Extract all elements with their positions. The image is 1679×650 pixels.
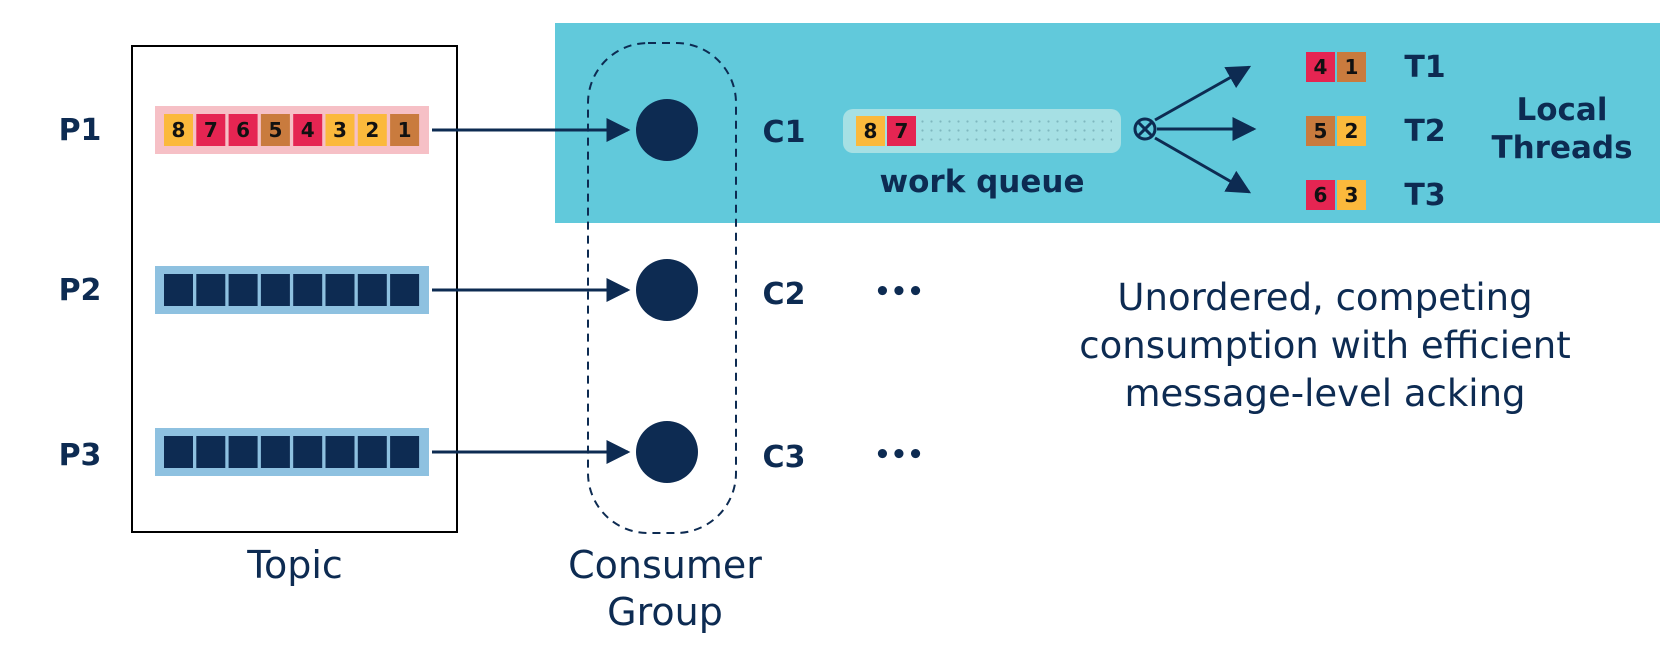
- consumer-label-c2: C2: [763, 277, 806, 312]
- message-slot: [325, 436, 355, 468]
- message-slot: [228, 436, 258, 468]
- message-cell-4: 4: [293, 114, 323, 146]
- caption-line3: message-level acking: [1124, 372, 1525, 415]
- message-cell-1-label: 1: [398, 118, 412, 142]
- consumer-c2-ellipsis: •••: [874, 277, 924, 307]
- topic-label: Topic: [246, 543, 343, 587]
- thread-message-2: 2: [1337, 116, 1366, 146]
- consumer-c3-node: [636, 421, 698, 483]
- consumer-label-c3: C3: [763, 440, 806, 475]
- thread-label-t2: T2: [1404, 114, 1445, 149]
- message-cell-6: 6: [228, 114, 258, 146]
- message-slot: [357, 274, 387, 306]
- message-cell-5-label: 5: [268, 118, 282, 142]
- consumer-group-label-line1: Consumer: [568, 543, 762, 587]
- partition-label-p3: P3: [59, 438, 102, 473]
- thread-message-3: 3: [1337, 180, 1366, 210]
- caption-line2: consumption with efficient: [1079, 324, 1570, 367]
- partition-p2-bar: [155, 266, 429, 314]
- message-cell-8-label: 8: [172, 118, 186, 142]
- arrow-to-t3: [1154, 136, 1252, 194]
- message-cell-2: 2: [357, 114, 387, 146]
- message-slot: [390, 274, 420, 306]
- dispatcher-icon: [1133, 117, 1157, 141]
- message-slot: [260, 436, 290, 468]
- arrow-to-t1: [1154, 65, 1252, 122]
- message-cell-7-label: 7: [204, 118, 218, 142]
- local-threads-label-line1: Local: [1517, 92, 1608, 128]
- message-slot: [260, 274, 290, 306]
- thread-message-2-label: 2: [1345, 119, 1359, 143]
- message-cell-3: 3: [325, 114, 355, 146]
- message-slot: [228, 274, 258, 306]
- message-slot: [164, 436, 193, 468]
- message-cell-4-label: 4: [301, 118, 315, 142]
- work-queue-message-8: 8: [856, 116, 885, 146]
- message-cell-5: 5: [260, 114, 290, 146]
- message-slot: [293, 436, 323, 468]
- partition-label-p2: P2: [59, 273, 102, 308]
- thread-message-3-label: 3: [1345, 183, 1359, 207]
- message-slot: [164, 274, 193, 306]
- consumer-group-label-line2: Group: [607, 590, 723, 634]
- work-queue-message-7-label: 7: [895, 119, 909, 143]
- work-queue-message-8-label: 8: [864, 119, 878, 143]
- thread-message-5-label: 5: [1314, 119, 1328, 143]
- consumer-group-outline: [587, 42, 737, 534]
- thread-message-4: 4: [1306, 52, 1335, 82]
- message-slot: [357, 436, 387, 468]
- thread-message-4-label: 4: [1314, 55, 1328, 79]
- message-cell-6-label: 6: [236, 118, 250, 142]
- message-slot: [390, 436, 420, 468]
- thread-message-6-label: 6: [1314, 183, 1328, 207]
- consumer-c1-node: [636, 99, 698, 161]
- work-queue-message-7: 7: [887, 116, 916, 146]
- consumer-label-c1: C1: [763, 115, 806, 150]
- message-cell-3-label: 3: [333, 118, 347, 142]
- caption-line1: Unordered, competing: [1117, 276, 1532, 319]
- message-cell-2-label: 2: [365, 118, 379, 142]
- thread-message-5: 5: [1306, 116, 1335, 146]
- message-slot: [325, 274, 355, 306]
- message-slot: [293, 274, 323, 306]
- thread-label-t1: T1: [1404, 50, 1445, 85]
- partition-p3-bar: [155, 428, 429, 476]
- thread-message-1-label: 1: [1345, 55, 1359, 79]
- message-cell-7: 7: [196, 114, 226, 146]
- partition-label-p1: P1: [59, 113, 102, 148]
- consumer-c3-ellipsis: •••: [874, 440, 924, 470]
- message-cell-1: 1: [390, 114, 420, 146]
- thread-label-t3: T3: [1404, 178, 1445, 213]
- consumer-c2-node: [636, 259, 698, 321]
- message-slot: [196, 274, 226, 306]
- thread-message-1: 1: [1337, 52, 1366, 82]
- message-slot: [196, 436, 226, 468]
- message-cell-8: 8: [164, 114, 193, 146]
- local-threads-label-line2: Threads: [1491, 130, 1632, 166]
- thread-message-6: 6: [1306, 180, 1335, 210]
- work-queue-empty-slots: [920, 116, 1112, 146]
- work-queue-label: work queue: [879, 164, 1084, 200]
